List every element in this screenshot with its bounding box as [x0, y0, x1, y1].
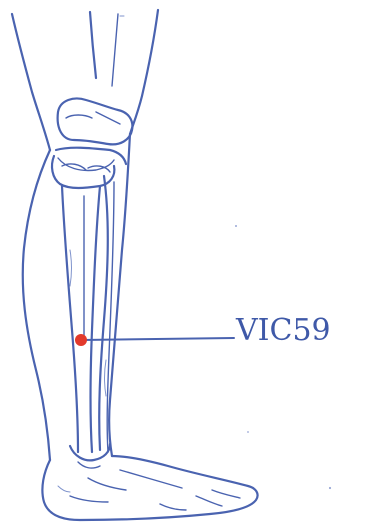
acupoint-label: VIC59 [236, 316, 331, 346]
ankle-joint [70, 444, 110, 468]
acupoint-marker [75, 334, 87, 346]
pointer-line [82, 338, 234, 340]
scan-specks [235, 225, 331, 489]
tibia-bone [62, 186, 100, 452]
foot-outline [42, 456, 257, 520]
knee-joint [56, 99, 132, 171]
thigh-outline [12, 10, 158, 150]
